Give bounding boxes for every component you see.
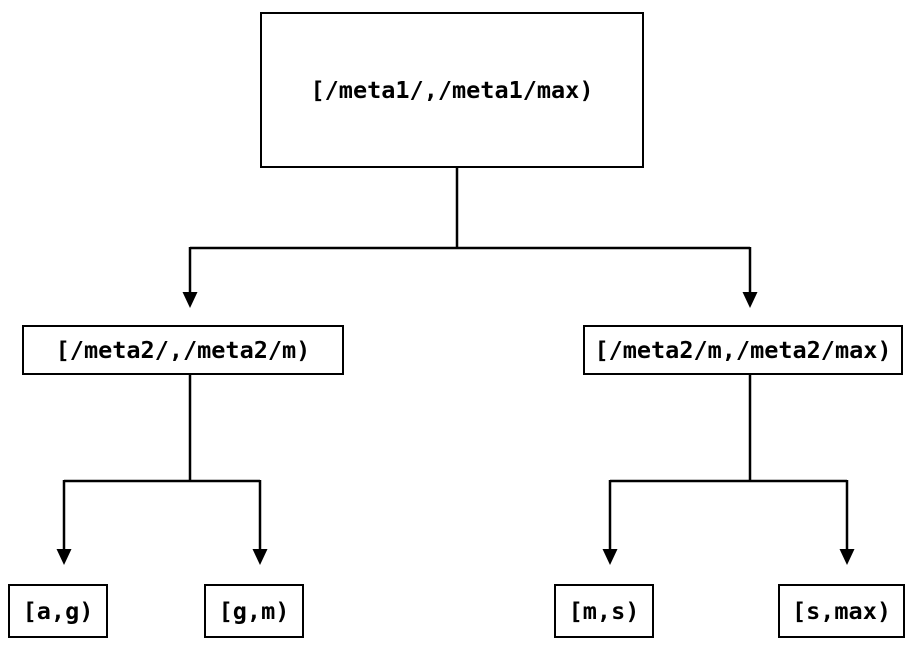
arrow-down-icon — [56, 549, 72, 565]
arrow-down-icon — [602, 549, 618, 565]
node-label: [/meta2/,/meta2/m) — [55, 336, 311, 364]
node-label: [g,m) — [218, 597, 290, 625]
node-label: [a,g) — [22, 597, 94, 625]
arrow-down-icon — [742, 292, 758, 308]
node-label: [m,s) — [568, 597, 640, 625]
arrow-down-icon — [252, 549, 268, 565]
node-leaf-s-max: [s,max) — [778, 584, 905, 638]
node-label: [/meta2/m,/meta2/max) — [594, 336, 892, 364]
node-meta2-right-interval: [/meta2/m,/meta2/max) — [583, 325, 903, 375]
node-label: [/meta1/,/meta1/max) — [310, 76, 594, 104]
node-leaf-a-g: [a,g) — [8, 584, 108, 638]
node-label: [s,max) — [791, 597, 892, 625]
node-leaf-g-m: [g,m) — [204, 584, 304, 638]
arrow-down-icon — [839, 549, 855, 565]
node-root-interval: [/meta1/,/meta1/max) — [260, 12, 644, 168]
arrow-down-icon — [182, 292, 198, 308]
node-meta2-left-interval: [/meta2/,/meta2/m) — [22, 325, 344, 375]
node-leaf-m-s: [m,s) — [554, 584, 654, 638]
